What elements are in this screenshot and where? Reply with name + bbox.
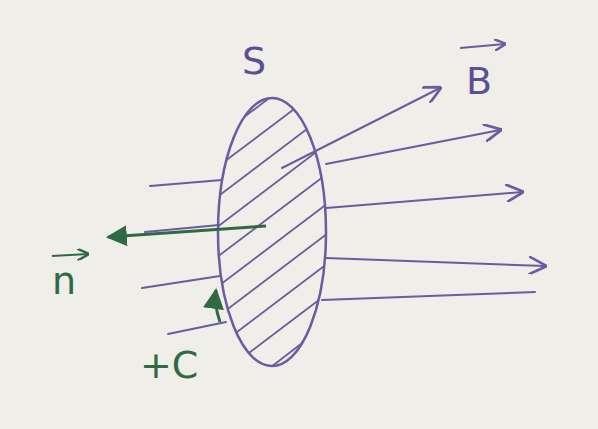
vector-arrow	[460, 44, 505, 48]
contour-label: +C	[140, 346, 198, 384]
normal-label: n	[52, 262, 76, 300]
field-lines	[142, 180, 226, 334]
surface-hatching	[200, 60, 340, 410]
orientation-arrow	[216, 290, 221, 322]
surface-label: S	[242, 42, 266, 80]
field-lines	[282, 88, 545, 300]
field-label: B	[466, 62, 492, 100]
normal-vector	[108, 226, 266, 237]
vector-arrow	[52, 254, 88, 256]
surface-outline	[218, 98, 326, 366]
